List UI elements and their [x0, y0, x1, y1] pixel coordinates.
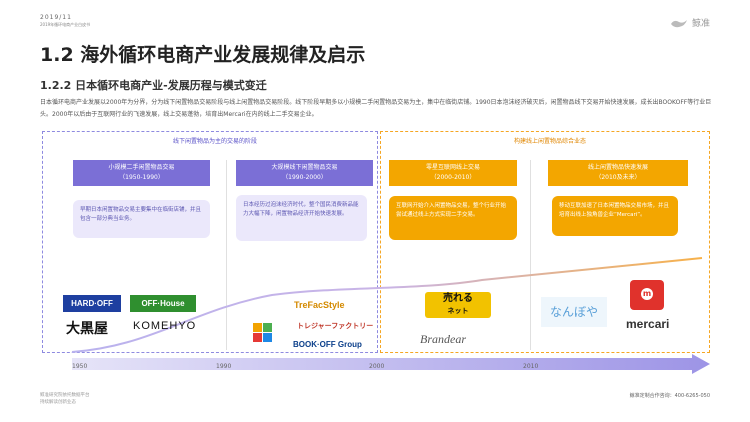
logo-text: 鲸准 [691, 19, 710, 29]
stage-3-desc: 互联网开始介入闲置物品交易，整个行业开始尝试通过线上方式实现二手交易。 [389, 196, 517, 240]
stage-3-name: 零星互联网线上交易 [425, 164, 480, 171]
tretaku-icon [253, 323, 273, 343]
period-divider [530, 160, 531, 350]
header-subtitle: 2019年循环电商产业白皮书 [40, 22, 91, 27]
stage-2-period: （1990-2000） [282, 174, 327, 181]
stage-3-period: （2000-2010） [430, 174, 476, 181]
stage-1-period: （1950-1990） [119, 174, 164, 181]
offhouse-logo: OFF·House [130, 295, 196, 312]
trefac-logo: TreFacStyle [294, 300, 345, 310]
axis-tick: 2000 [369, 363, 384, 370]
stage-4-title: 线上闲置物品快速发展 （2010及未来） [548, 160, 688, 186]
stage-1-name: 小规模二手闲置物品交易 [108, 164, 175, 171]
intro-paragraph: 日本循环电商产业发展以2000年为分界，分为线下闲置物品交易阶段与线上闲置物品交… [40, 99, 712, 118]
stage-2-desc: 日本经历过泡沫经济时代，整个国民消费新品能力大幅下降，闲置物品经济开始快速发展。 [236, 195, 367, 241]
stage-1-desc: 早期日本闲置物品交易主要集中在临街店铺，并且包含一部分典当业务。 [73, 200, 210, 238]
ureru-logo-main: 売れる [443, 293, 473, 304]
growth-curve [71, 257, 703, 353]
mercari-logo: mercari [626, 317, 670, 331]
stage-4-desc: 移动互联加速了日本闲置物品交易市场，并且培育出线上独角兽企业“Mercari”。 [552, 196, 678, 236]
brandear-logo: Brandear [420, 332, 466, 346]
offline-region-box [42, 131, 378, 353]
axis-tick: 1990 [216, 363, 231, 370]
stage-2-name: 大规模线下闲置物品交易 [271, 164, 338, 171]
hardoff-logo: HARD·OFF [63, 295, 121, 312]
header-date: 2019/11 [40, 14, 72, 21]
axis-tick: 2010 [523, 363, 538, 370]
daikokuya-logo: 大黒屋 [66, 321, 108, 337]
stage-3-title: 零星互联网线上交易 （2000-2010） [389, 160, 517, 186]
nanboya-logo: なんぼや [541, 297, 607, 327]
axis-tick: 1950 [72, 363, 87, 370]
footer-contact: 鲸准定制合作咨询：400-6265-050 [629, 393, 710, 399]
stage-4-name: 线上闲置物品快速发展 [587, 164, 648, 171]
komehyo-logo: KOMEHYO [133, 320, 197, 332]
treasure-factory-logo: トレジャーファクトリー [297, 322, 374, 330]
page-title: 1.2 海外循环电商产业发展规律及启示 [40, 44, 366, 66]
stage-1-title: 小规模二手闲置物品交易 （1950-1990） [73, 160, 210, 186]
stage-4-period: （2010及未来） [595, 174, 641, 181]
stage-2-title: 大规模线下闲置物品交易 （1990-2000） [236, 160, 373, 186]
brand-logo: 鲸准 [670, 16, 710, 29]
online-region-label: 构建线上闲置物品综合业态 [513, 138, 586, 145]
whale-icon [670, 19, 687, 27]
offline-region-label: 线下闲置物品为主的交易的阶段 [172, 138, 257, 145]
ureru-logo-sub: ネット [447, 307, 469, 315]
growth-timeline: 1950 1990 2000 2010 [71, 257, 710, 374]
bookoff-logo: BOOK·OFF Group [293, 340, 362, 349]
footer-left-line1: 鲸准研究院依托数据平台 [40, 393, 90, 398]
timeline-arrow [72, 354, 710, 374]
online-region-box [380, 131, 710, 353]
mercari-box-icon: m [630, 280, 664, 310]
footer-left: 鲸准研究院依托数据平台 持续解读创新业态 [40, 392, 90, 406]
footer-left-line2: 持续解读创新业态 [40, 400, 76, 405]
section-subtitle: 1.2.2 日本循环电商产业-发展历程与模式变迁 [40, 79, 267, 92]
period-divider [226, 160, 227, 350]
ureru-net-logo: 売れる ネット [425, 292, 491, 318]
